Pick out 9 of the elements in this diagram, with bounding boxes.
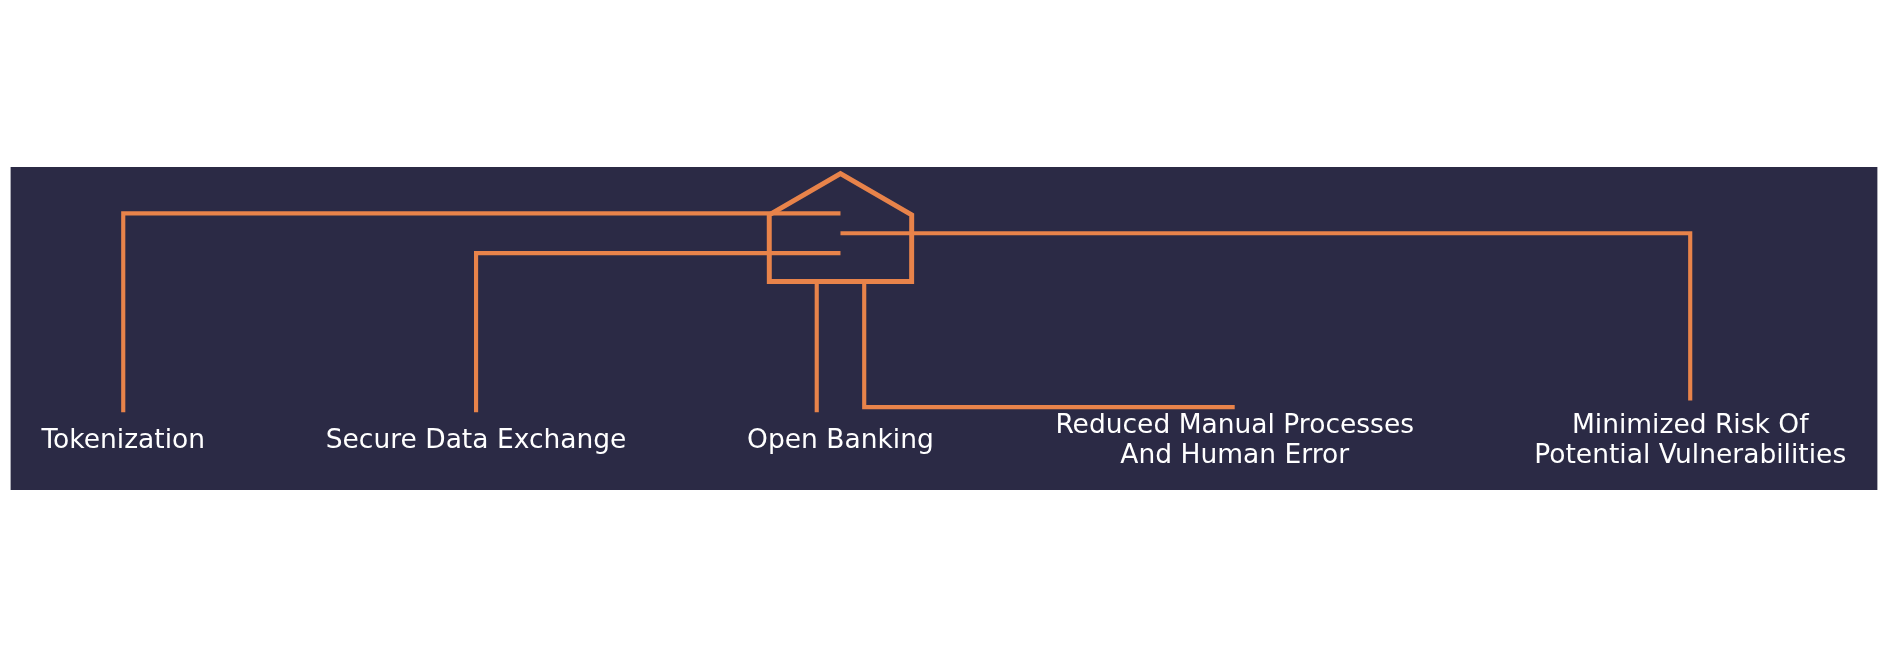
connector	[840, 230, 1693, 401]
node-text: Open Banking	[747, 422, 934, 454]
node-text: Tokenization	[41, 422, 206, 454]
connector	[474, 250, 841, 412]
connector	[121, 210, 841, 412]
node-text: Minimized Risk Of Potential Vulnerabilities	[1534, 407, 1847, 469]
node-text: Reduced Manual Processes And Human Error	[1055, 407, 1415, 469]
node-building	[766, 170, 915, 284]
node-text: Secure Data Exchange	[325, 422, 627, 454]
